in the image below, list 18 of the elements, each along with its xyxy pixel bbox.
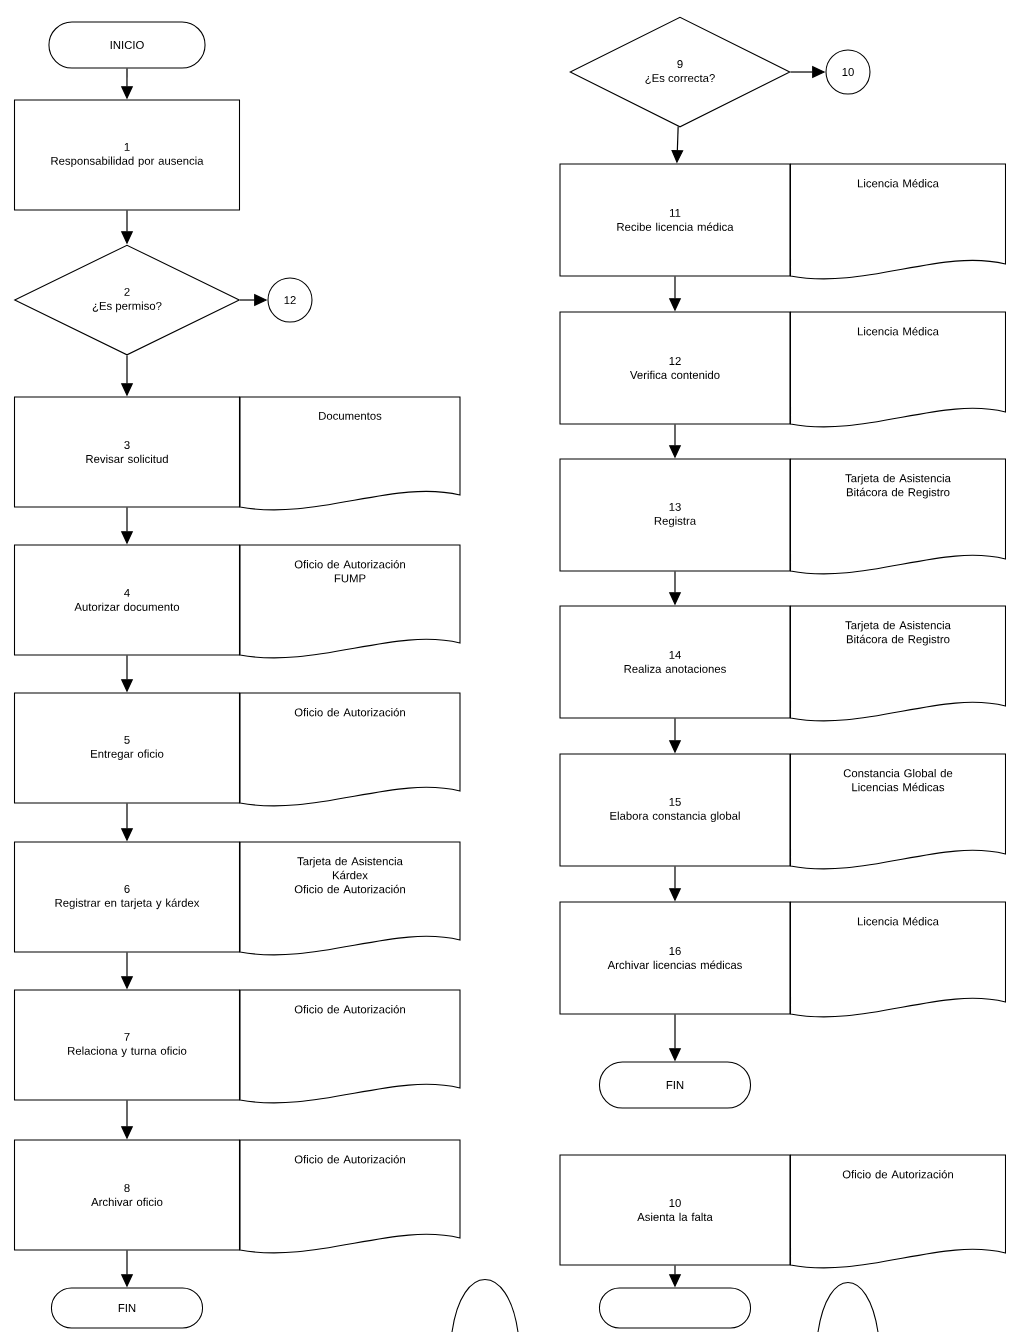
process-box: 14 Realiza anotaciones xyxy=(559,605,791,719)
process-box: 4 Autorizar documento xyxy=(13,544,241,656)
process-box: 5 Entregar oficio xyxy=(13,692,241,804)
process-box: 13 Registra xyxy=(559,458,791,572)
process-box: 3 Revisar solicitud xyxy=(13,396,241,508)
process-box: 12 Verifica contenido xyxy=(559,311,791,425)
process-box: 6 Registrar en tarjeta y kárdex xyxy=(13,841,241,953)
terminator xyxy=(598,1287,752,1329)
process-box: 16 Archivar licencias médicas xyxy=(559,901,791,1015)
terminator: INICIO xyxy=(48,21,206,69)
process-box: 8 Archivar oficio xyxy=(13,1139,241,1251)
terminator: FIN xyxy=(598,1061,752,1109)
process-box: 15 Elabora constancia global xyxy=(559,753,791,867)
process-box: 1 Responsabilidad por ausencia xyxy=(13,99,241,211)
process-box: 7 Relaciona y turna oficio xyxy=(13,989,241,1101)
process-box: 11 Recibe licencia médica xyxy=(559,163,791,277)
process-box: 10 Asienta la falta xyxy=(559,1154,791,1266)
terminator: FIN xyxy=(50,1287,204,1329)
